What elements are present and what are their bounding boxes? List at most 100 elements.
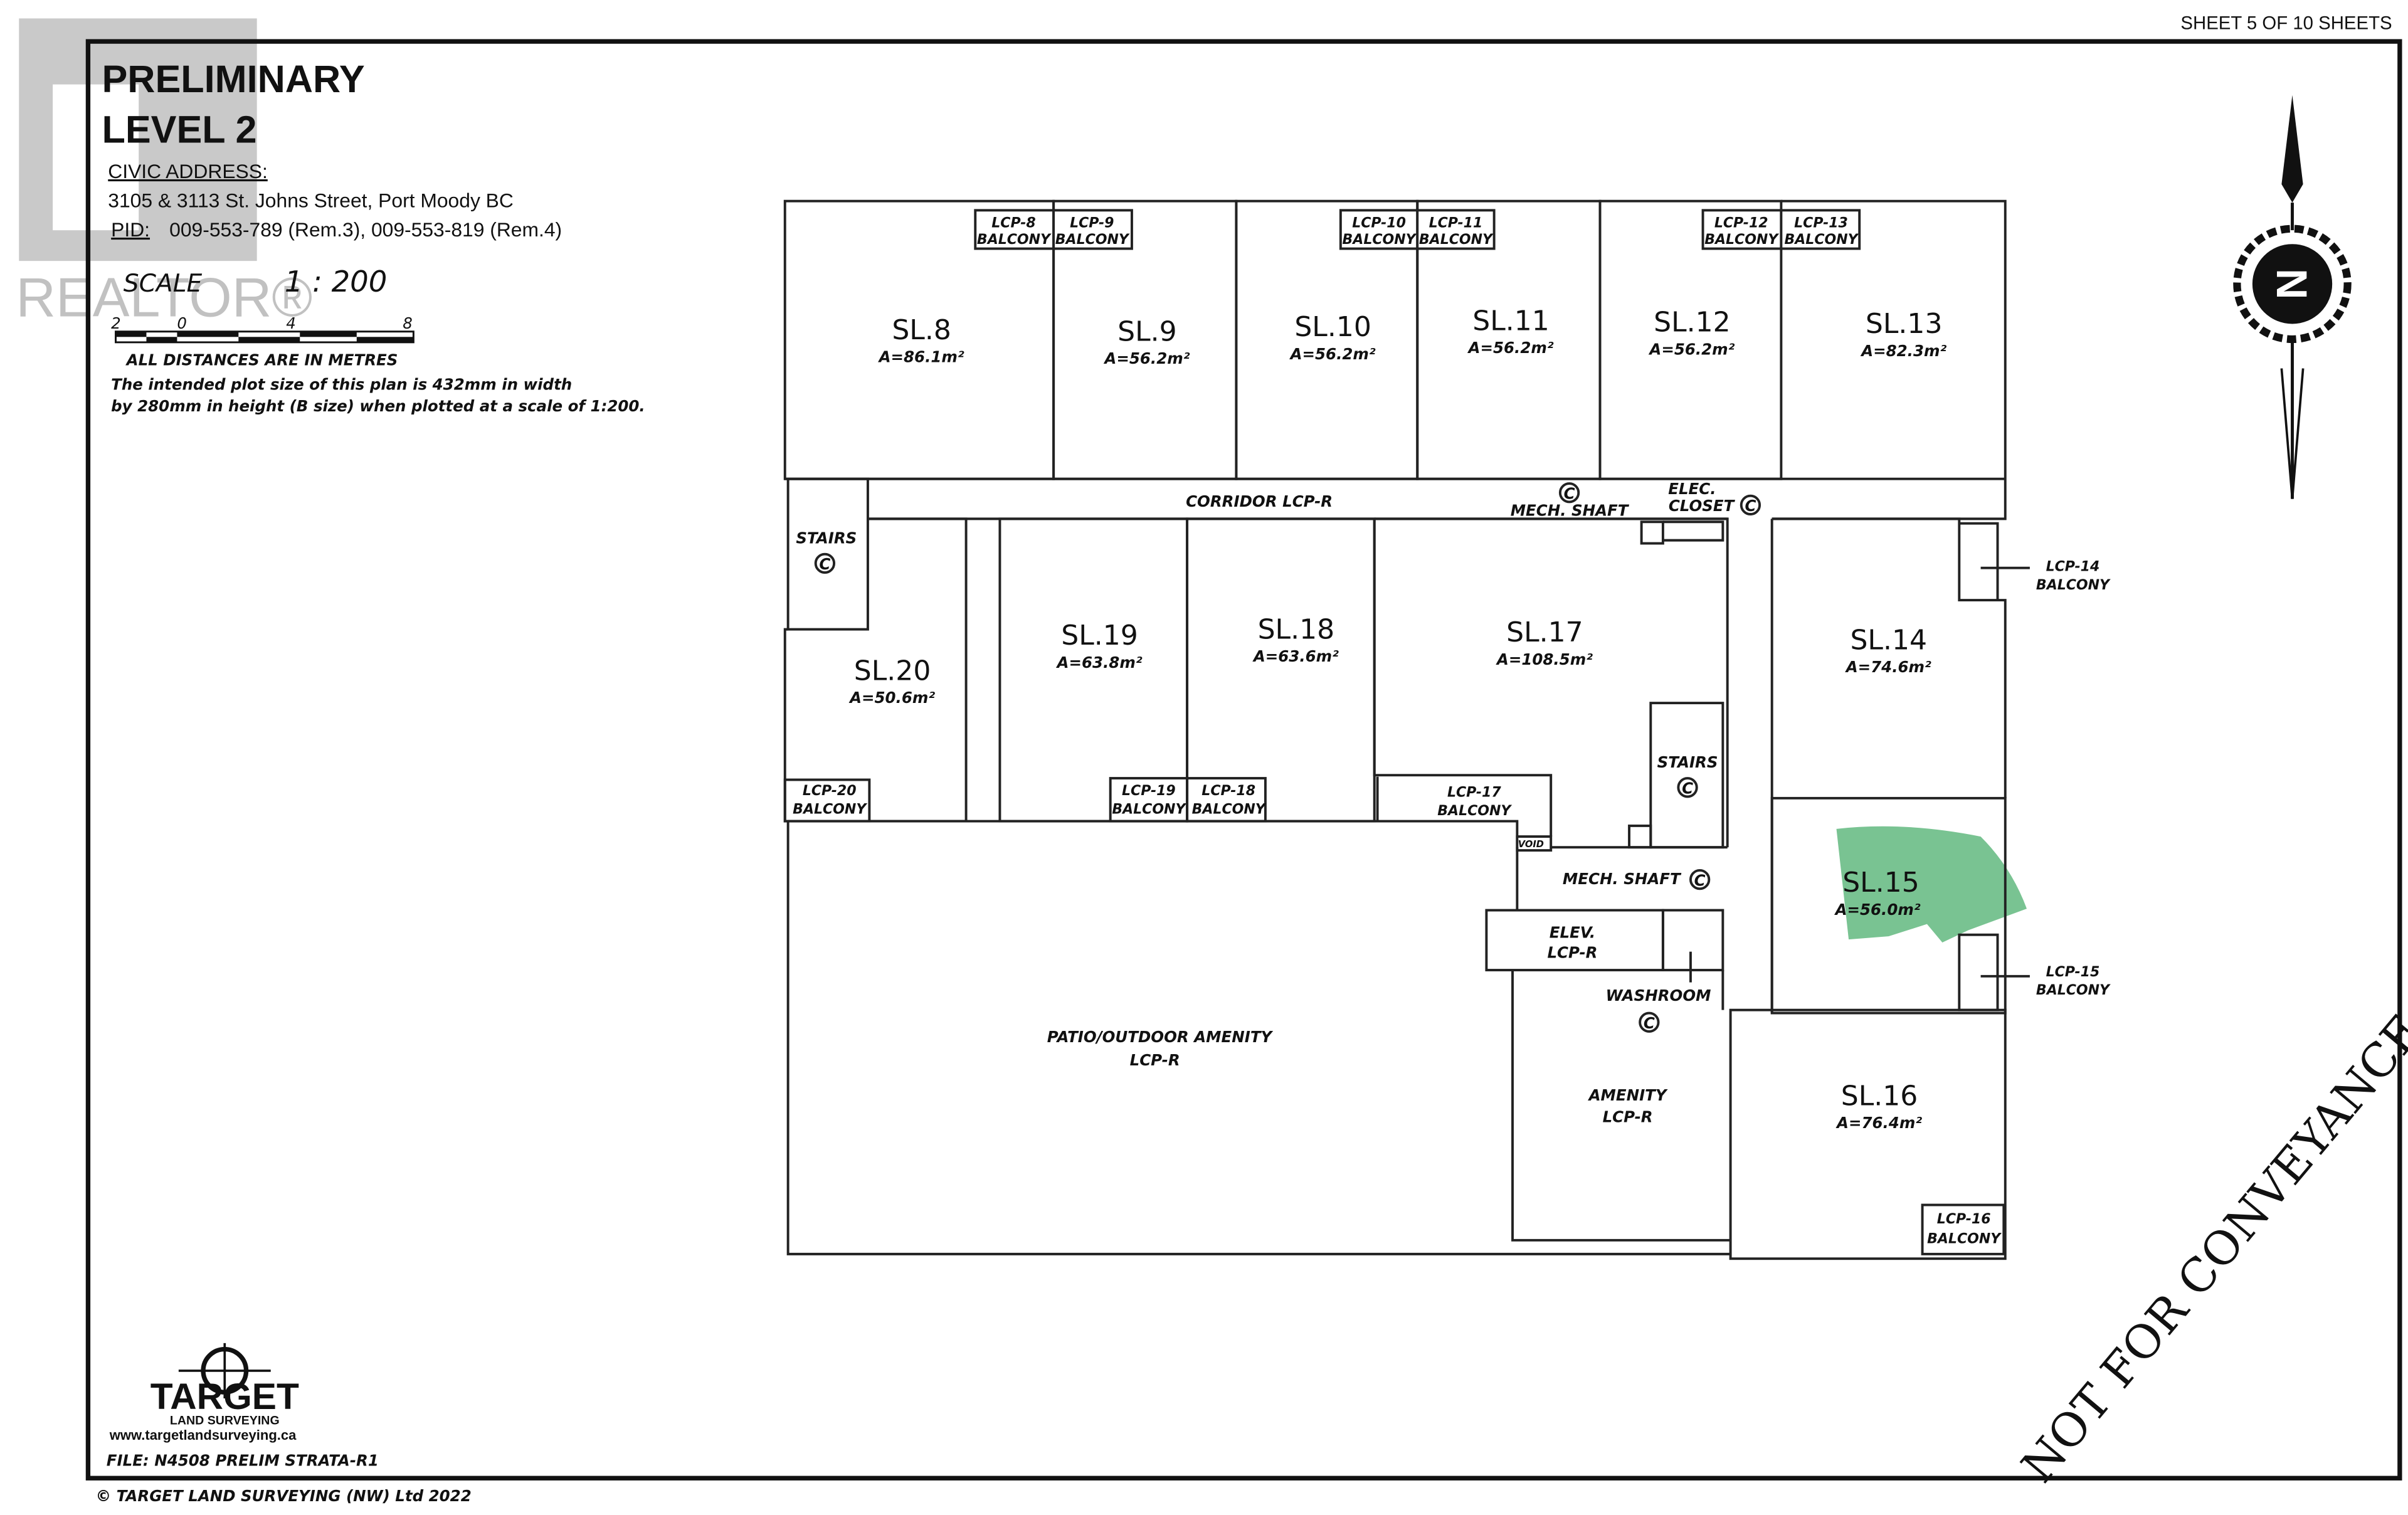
address: 3105 & 3113 St. Johns Street, Port Moody… [108, 189, 514, 211]
svg-text:VOID: VOID [1518, 839, 1544, 850]
scale-bar: 2 0 4 8 [111, 314, 415, 344]
svg-text:SL.20: SL.20 [854, 655, 931, 687]
svg-text:SL.18: SL.18 [1258, 613, 1335, 645]
svg-text:C: C [1644, 1014, 1655, 1032]
plot-note-2: by 280mm in height (B size) when plotted… [111, 397, 645, 415]
svg-text:BALCONY: BALCONY [1704, 232, 1779, 248]
svg-text:C: C [1564, 485, 1575, 503]
unit-sl8[interactable]: SL.8A=86.1m² [878, 314, 964, 366]
unit-sl19[interactable]: SL.19A=63.8m² [1056, 620, 1143, 672]
sheet-border [85, 39, 2402, 1481]
civic-label: CIVIC ADDRESS: [108, 160, 268, 182]
plot-note-1: The intended plot size of this plan is 4… [111, 376, 572, 394]
svg-text:ELEC.: ELEC. [1668, 480, 1716, 498]
svg-text:A=63.8m²: A=63.8m² [1056, 653, 1143, 672]
svg-text:BALCONY: BALCONY [1419, 232, 1494, 248]
svg-text:LCP-18: LCP-18 [1201, 783, 1255, 799]
svg-text:AMENITY: AMENITY [1588, 1086, 1668, 1104]
unit-sl16[interactable]: SL.16A=76.4m² [1835, 1080, 1922, 1132]
svg-text:BALCONY: BALCONY [1927, 1232, 2002, 1247]
unit-sl17[interactable]: SL.17A=108.5m² [1496, 616, 1593, 668]
svg-text:SL.19: SL.19 [1061, 620, 1138, 652]
svg-text:SL.12: SL.12 [1654, 307, 1731, 339]
svg-text:SL.10: SL.10 [1294, 311, 1371, 343]
unit-sl12[interactable]: SL.12A=56.2m² [1648, 307, 1735, 359]
north-arrow-icon: N [2233, 95, 2352, 499]
title-line2: LEVEL 2 [102, 108, 256, 151]
svg-text:LCP-14: LCP-14 [2046, 559, 2100, 575]
sl15-highlight [1836, 826, 2027, 942]
scale-label: SCALE [124, 270, 203, 298]
svg-text:SL.8: SL.8 [892, 314, 951, 346]
svg-text:REALTOR®: REALTOR® [16, 266, 312, 328]
svg-text:MECH. SHAFT: MECH. SHAFT [1563, 870, 1682, 888]
unit-sl13[interactable]: SL.13A=82.3m² [1860, 308, 1946, 360]
file-name: FILE: N4508 PRELIM STRATA-R1 [107, 1452, 379, 1470]
svg-text:SL.15: SL.15 [1842, 867, 1920, 899]
svg-text:SL.11: SL.11 [1472, 305, 1550, 337]
svg-text:BALCONY: BALCONY [977, 232, 1052, 248]
svg-text:8: 8 [403, 314, 413, 332]
svg-text:LCP-R: LCP-R [1130, 1051, 1180, 1069]
unit-sl15[interactable]: SL.15A=56.0m² [1834, 867, 1921, 919]
svg-text:MECH. SHAFT: MECH. SHAFT [1511, 501, 1630, 519]
svg-text:C: C [1694, 871, 1706, 889]
svg-text:BALCONY: BALCONY [2036, 578, 2111, 593]
unit-sl20[interactable]: SL.20A=50.6m² [848, 655, 935, 707]
svg-text:ELEV.: ELEV. [1550, 924, 1595, 942]
svg-text:TARGET: TARGET [150, 1376, 299, 1417]
pid-value: 009-553-789 (Rem.3), 009-553-819 (Rem.4) [169, 218, 562, 241]
svg-text:C: C [819, 555, 830, 573]
unit-sl18[interactable]: SL.18A=63.6m² [1252, 613, 1339, 665]
svg-text:LCP-9: LCP-9 [1070, 215, 1114, 231]
scale-value: 1 : 200 [285, 265, 388, 298]
distances-note: ALL DISTANCES ARE IN METRES [125, 351, 398, 369]
svg-text:0: 0 [177, 314, 187, 332]
realtor-watermark: REALTOR® [16, 18, 312, 328]
svg-text:A=56.2m²: A=56.2m² [1289, 345, 1376, 363]
svg-text:A=56.2m²: A=56.2m² [1467, 339, 1554, 357]
svg-text:A=50.6m²: A=50.6m² [848, 689, 935, 707]
svg-text:2: 2 [111, 314, 121, 332]
svg-text:A=56.0m²: A=56.0m² [1834, 900, 1921, 919]
unit-sl14[interactable]: SL.14A=74.6m² [1845, 624, 1931, 676]
target-logo: TARGET LAND SURVEYING www.targetlandsurv… [109, 1343, 299, 1443]
svg-text:SL.17: SL.17 [1506, 616, 1583, 648]
svg-text:SL.14: SL.14 [1850, 624, 1927, 656]
svg-text:LCP-8: LCP-8 [991, 215, 1035, 231]
svg-text:4: 4 [286, 314, 296, 332]
svg-text:BALCONY: BALCONY [2036, 983, 2111, 998]
svg-text:BALCONY: BALCONY [793, 801, 867, 817]
svg-text:LAND SURVEYING: LAND SURVEYING [170, 1414, 280, 1428]
svg-text:LCP-10: LCP-10 [1352, 215, 1406, 231]
svg-text:BALCONY: BALCONY [1112, 801, 1186, 817]
svg-text:LCP-11: LCP-11 [1429, 215, 1483, 231]
svg-text:BALCONY: BALCONY [1055, 232, 1130, 248]
svg-text:A=56.2m²: A=56.2m² [1103, 349, 1190, 367]
svg-text:LCP-15: LCP-15 [2046, 964, 2100, 980]
svg-text:SL.16: SL.16 [1841, 1080, 1918, 1112]
svg-text:PATIO/OUTDOOR AMENITY: PATIO/OUTDOOR AMENITY [1047, 1028, 1274, 1046]
svg-text:www.targetlandsurveying.ca: www.targetlandsurveying.ca [109, 1427, 297, 1443]
svg-text:SL.9: SL.9 [1117, 315, 1177, 347]
svg-text:LCP-13: LCP-13 [1794, 215, 1848, 231]
svg-text:SL.13: SL.13 [1866, 308, 1943, 340]
unit-sl9[interactable]: SL.9A=56.2m² [1103, 315, 1190, 367]
unit-sl11[interactable]: SL.11A=56.2m² [1467, 305, 1554, 357]
svg-text:WASHROOM: WASHROOM [1606, 986, 1711, 1005]
svg-text:A=76.4m²: A=76.4m² [1835, 1114, 1922, 1132]
not-for-conveyance-stamp: NOT FOR CONVEYANCE [2012, 1005, 2408, 1492]
unit-sl10[interactable]: SL.10A=56.2m² [1289, 311, 1376, 363]
svg-text:CLOSET: CLOSET [1669, 497, 1736, 515]
svg-text:STAIRS: STAIRS [1657, 753, 1718, 771]
pid-label: PID: [111, 218, 150, 241]
svg-text:A=108.5m²: A=108.5m² [1496, 650, 1593, 668]
svg-text:LCP-R: LCP-R [1547, 943, 1597, 961]
svg-text:A=82.3m²: A=82.3m² [1860, 342, 1946, 360]
svg-text:STAIRS: STAIRS [796, 529, 857, 547]
svg-text:N: N [2268, 268, 2316, 299]
svg-text:BALCONY: BALCONY [1343, 232, 1417, 248]
svg-text:A=86.1m²: A=86.1m² [878, 348, 964, 366]
